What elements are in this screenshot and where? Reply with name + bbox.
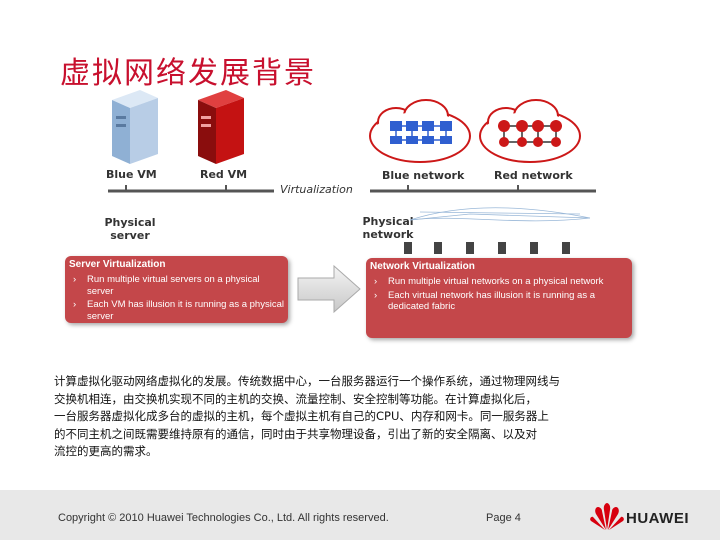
- virtual-network-clouds: [369, 99, 581, 163]
- physical-network-mesh: [404, 207, 591, 254]
- physical-server-label-line1: Physical: [104, 216, 156, 229]
- server-virtualization-title: Server Virtualization: [69, 259, 166, 270]
- body-line-1: 计算虚拟化驱动网络虚拟化的发展。传统数据中心，一台服务器运行一个操作系统，通过物…: [54, 374, 560, 388]
- arrow-right-icon: [297, 264, 361, 314]
- network-virtualization-box: Network Virtualization Run multiple virt…: [366, 258, 632, 338]
- network-bullet-2: Each virtual network has illusion it is …: [374, 290, 632, 313]
- body-paragraph: 计算虚拟化驱动网络虚拟化的发展。传统数据中心，一台服务器运行一个操作系统，通过物…: [54, 373, 684, 461]
- blue-network-label: Blue network: [382, 169, 465, 182]
- copyright-text: Copyright © 2010 Huawei Technologies Co.…: [58, 512, 389, 524]
- body-line-5: 流控的更高的需求。: [54, 444, 158, 458]
- network-bullet-1: Run multiple virtual networks on a physi…: [374, 276, 632, 288]
- huawei-logo-icon: [590, 503, 624, 530]
- physical-network-label-line1: Physical: [362, 215, 414, 228]
- physical-network-label-line2: network: [362, 228, 414, 241]
- body-line-2: 交换机相连，由交换机实现不同的主机的交换、流量控制、安全控制等功能。在计算虚拟化…: [54, 391, 537, 406]
- blue-vm-label: Blue VM: [106, 168, 157, 181]
- page-number: Page 4: [486, 512, 521, 524]
- blue-network-cloud-icon: [369, 99, 471, 163]
- network-bus-line: [370, 185, 596, 193]
- network-virtualization-title: Network Virtualization: [370, 261, 475, 272]
- body-line-3: 一台服务器虚拟化成多台的虚拟的主机，每个虚拟主机有自己的CPU、内存和网卡。同一…: [54, 409, 549, 423]
- slide-title: 虚拟网络发展背景: [60, 56, 316, 91]
- blue-server-icon: [112, 90, 158, 164]
- red-network-label: Red network: [494, 169, 573, 182]
- red-server-icon: [198, 90, 244, 164]
- physical-server-label-line2: server: [110, 229, 150, 242]
- red-network-cloud-icon: [479, 99, 581, 163]
- server-bullet-2: Each VM has illusion it is running as a …: [73, 299, 288, 322]
- red-vm-label: Red VM: [200, 168, 248, 181]
- server-virtualization-box: Server Virtualization Run multiple virtu…: [65, 256, 288, 323]
- server-bus-line: [108, 185, 274, 193]
- slide-footer: Copyright © 2010 Huawei Technologies Co.…: [0, 490, 720, 540]
- virtualization-label: Virtualization: [280, 183, 353, 196]
- vm-server-icons: [112, 90, 244, 164]
- body-line-4: 的不同主机之间既需要维持原有的通信，同时由于共享物理设备，引出了新的安全隔离、以…: [54, 426, 537, 441]
- server-bullet-1: Run multiple virtual servers on a physic…: [73, 274, 288, 297]
- huawei-brand-text: HUAWEI: [626, 510, 689, 527]
